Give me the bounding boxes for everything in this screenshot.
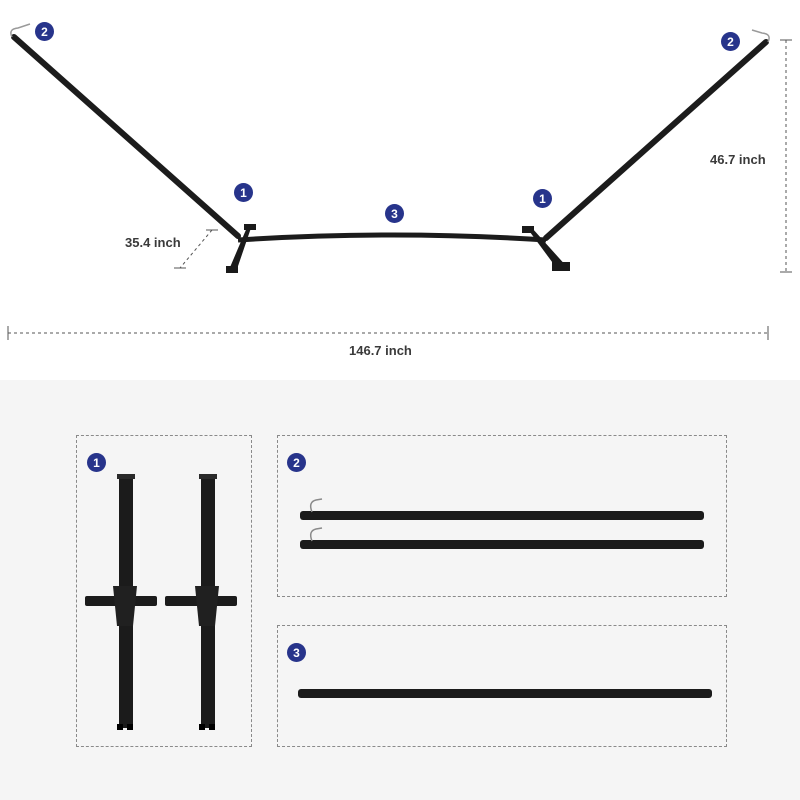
depth-dimension-label: 35.4 inch (125, 235, 181, 250)
foot-piece-right (165, 474, 237, 730)
parts-section: 1 2 (0, 380, 800, 800)
right-arm (543, 39, 769, 241)
part-panel-3: 3 (277, 625, 727, 747)
right-foot (527, 228, 568, 270)
left-foot (228, 225, 252, 272)
arm-pole-upper (300, 498, 704, 520)
right-hook (751, 29, 770, 43)
left-arm (11, 34, 241, 239)
width-dimension-label: 146.7 inch (349, 343, 412, 358)
foot-piece-left (85, 474, 157, 730)
part-2-drawing (300, 498, 704, 549)
center-pole (298, 689, 712, 698)
left-hook (10, 23, 31, 38)
part-2-badge: 2 (287, 453, 306, 472)
badge-foot-right: 1 (533, 189, 552, 208)
assembled-stand-drawing (7, 23, 792, 340)
part-3-drawing (298, 689, 712, 698)
badge-arm-left: 2 (35, 22, 54, 41)
arm-pole-lower (300, 527, 704, 549)
badge-foot-left: 1 (234, 183, 253, 202)
center-bar (237, 232, 547, 243)
part-panel-2: 2 (277, 435, 727, 597)
part-1-badge: 1 (87, 453, 106, 472)
assembled-view: 2 2 1 3 1 46.7 inch 35.4 inch 146.7 inch (0, 0, 800, 380)
height-dimension-label: 46.7 inch (710, 152, 766, 167)
part-3-badge: 3 (287, 643, 306, 662)
right-foot-pad (522, 226, 534, 233)
badge-arm-right: 2 (721, 32, 740, 51)
left-foot-pad (244, 224, 256, 230)
part-panel-1: 1 (76, 435, 252, 747)
part-1-drawing (85, 474, 237, 730)
badge-center-bar: 3 (385, 204, 404, 223)
